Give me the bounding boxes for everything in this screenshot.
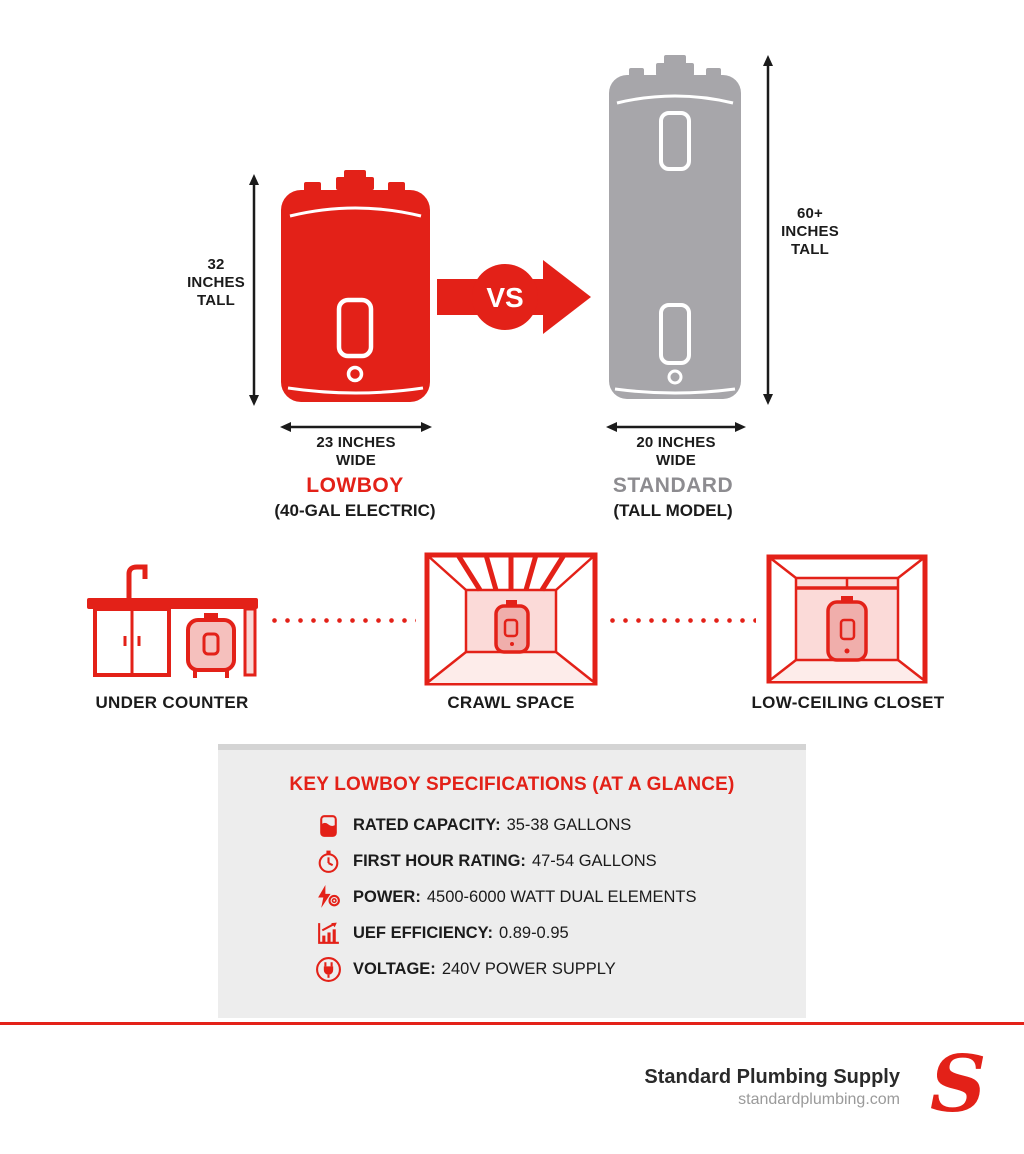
use-case-label-low-ceiling-closet: LOW-CEILING CLOSET (751, 693, 945, 712)
spec-text: RATED CAPACITY: 35-38 GALLONS (353, 816, 631, 835)
spec-value: 4500-6000 WATT DUAL ELEMENTS (426, 888, 697, 906)
spec-row-power: POWER: 4500-6000 WATT DUAL ELEMENTS (315, 884, 806, 911)
use-case-label-under-counter: UNDER COUNTER (95, 693, 249, 712)
spec-label: UEF EFFICIENCY: (353, 924, 493, 942)
spec-label: FIRST HOUR RATING: (353, 852, 526, 870)
spec-label: RATED CAPACITY: (353, 816, 501, 834)
lowboy-name: LOWBOY (306, 474, 404, 497)
specs-panel: KEY LOWBOY SPECIFICATIONS (AT A GLANCE) … (218, 744, 806, 1018)
standard-tank-illustration (609, 55, 741, 399)
tank-icon (320, 815, 337, 837)
under-counter-illustration (87, 564, 258, 678)
spec-text: FIRST HOUR RATING: 47-54 GALLONS (353, 852, 657, 871)
dotted-connector-right (606, 618, 756, 623)
standard-subtitle: (TALL MODEL) (613, 501, 733, 521)
use-case-label-crawl-space: CRAWL SPACE (447, 693, 575, 712)
spec-text: UEF EFFICIENCY: 0.89-0.95 (353, 924, 569, 943)
footer-brand-block: Standard Plumbing Supply standardplumbin… (644, 1064, 900, 1111)
standard-width-label: 20 INCHES WIDE (636, 434, 716, 469)
spec-value: 35-38 GALLONS (506, 816, 632, 834)
low-ceiling-closet-illustration (766, 554, 928, 684)
spec-text: VOLTAGE: 240V POWER SUPPLY (353, 960, 616, 979)
crawl-space-illustration (424, 552, 598, 686)
spec-value: 0.89-0.95 (498, 924, 569, 942)
lowboy-subtitle: (40-GAL ELECTRIC) (274, 501, 436, 521)
company-logo: S (930, 1039, 987, 1130)
footer-divider (0, 1022, 1024, 1025)
spec-text: POWER: 4500-6000 WATT DUAL ELEMENTS (353, 888, 696, 907)
lowboy-width-arrow (280, 422, 432, 432)
lowboy-height-label: 32 INCHES TALL (187, 256, 245, 309)
standard-caption: STANDARD (TALL MODEL) (573, 473, 773, 522)
standard-width-arrow (606, 422, 746, 432)
spec-value: 240V POWER SUPPLY (441, 960, 616, 978)
specs-title: KEY LOWBOY SPECIFICATIONS (AT A GLANCE) (289, 774, 735, 795)
vs-label: VS (486, 282, 523, 313)
chart-icon (318, 922, 339, 944)
lowboy-caption: LOWBOY (40-GAL ELECTRIC) (255, 473, 455, 522)
spec-row-voltage: VOLTAGE: 240V POWER SUPPLY (315, 956, 806, 983)
spec-row-rated-capacity: RATED CAPACITY: 35-38 GALLONS (315, 812, 806, 839)
plug-icon (316, 957, 341, 982)
lowboy-height-arrow (249, 174, 259, 406)
lowboy-width-label: 23 INCHES WIDE (316, 434, 396, 469)
standard-height-arrow (763, 55, 773, 405)
lightning-icon (318, 885, 340, 908)
clock-icon (318, 850, 339, 873)
company-name: Standard Plumbing Supply (644, 1066, 900, 1088)
spec-row-first-hour-rating: FIRST HOUR RATING: 47-54 GALLONS (315, 848, 806, 875)
standard-height-label: 60+ INCHES TALL (781, 205, 839, 258)
vs-arrow: VS (437, 260, 591, 334)
spec-label: VOLTAGE: (353, 960, 436, 978)
spec-row-uef-efficiency: UEF EFFICIENCY: 0.89-0.95 (315, 920, 806, 947)
specs-list: RATED CAPACITY: 35-38 GALLONS FIRST HOUR … (315, 812, 806, 983)
dotted-connector-left (268, 618, 416, 623)
lowboy-tank-illustration (281, 170, 430, 402)
website-url: standardplumbing.com (738, 1091, 900, 1108)
spec-value: 47-54 GALLONS (531, 852, 657, 870)
spec-label: POWER: (353, 888, 421, 906)
standard-name: STANDARD (612, 474, 734, 497)
